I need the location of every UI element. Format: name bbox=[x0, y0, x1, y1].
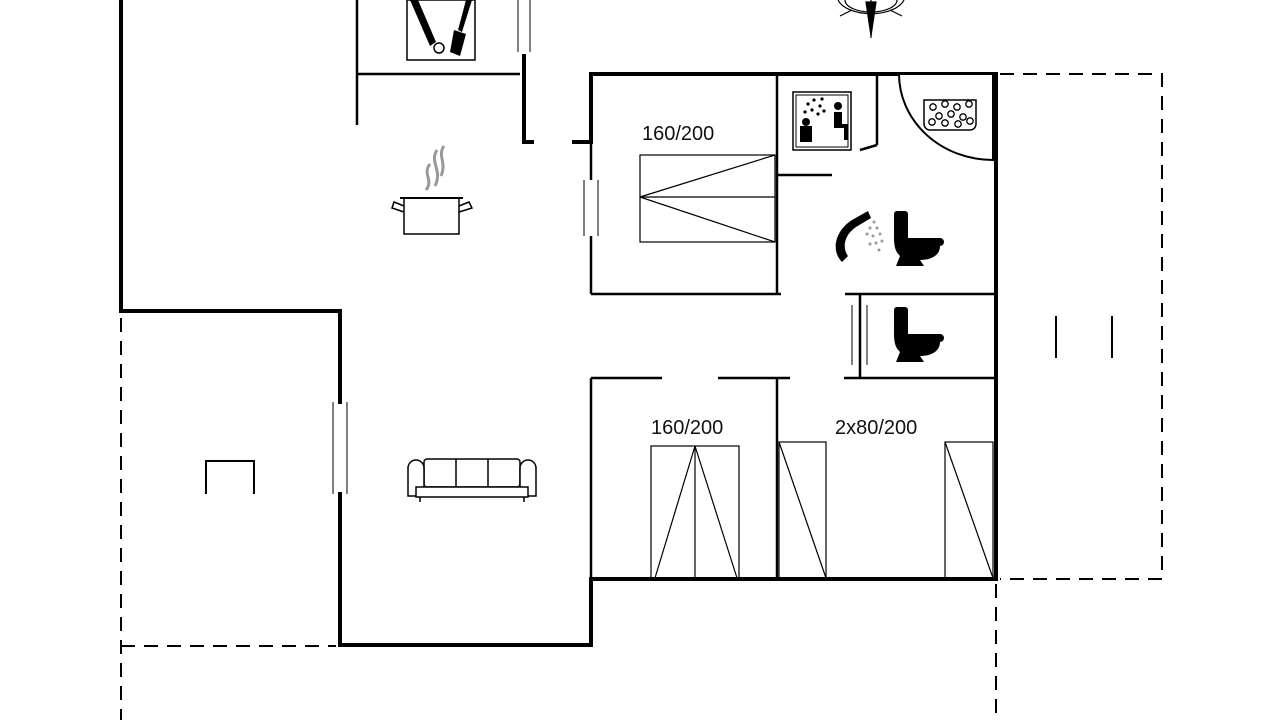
bed-single-2 bbox=[944, 441, 994, 579]
bed-double-1 bbox=[639, 154, 776, 243]
interior-walls bbox=[355, 0, 996, 579]
fireplace-tools-icon bbox=[406, 0, 476, 61]
exterior-walls bbox=[119, 0, 998, 647]
toilet-icon-2 bbox=[894, 307, 944, 362]
bed-size-label-bedroom-1: 160/200 bbox=[642, 123, 715, 145]
sofa-icon bbox=[407, 458, 537, 502]
fireplace-icon bbox=[205, 460, 255, 494]
door-openings bbox=[332, 0, 868, 494]
bed-size-label-bedroom-3: 2x80/200 bbox=[835, 417, 918, 439]
cooking-pot-icon bbox=[391, 145, 474, 235]
shower-icon bbox=[835, 211, 884, 262]
bed-size-label-bedroom-2: 160/200 bbox=[651, 417, 724, 439]
compass-icon bbox=[837, 0, 905, 38]
terrace-marks bbox=[1055, 316, 1113, 358]
toilet-icon bbox=[894, 211, 944, 266]
bed-single-1 bbox=[778, 441, 827, 579]
whirlpool-icon bbox=[897, 73, 994, 162]
sauna-icon bbox=[792, 91, 852, 151]
terrace-outlines bbox=[120, 73, 1163, 720]
bed-double-2 bbox=[650, 445, 740, 579]
